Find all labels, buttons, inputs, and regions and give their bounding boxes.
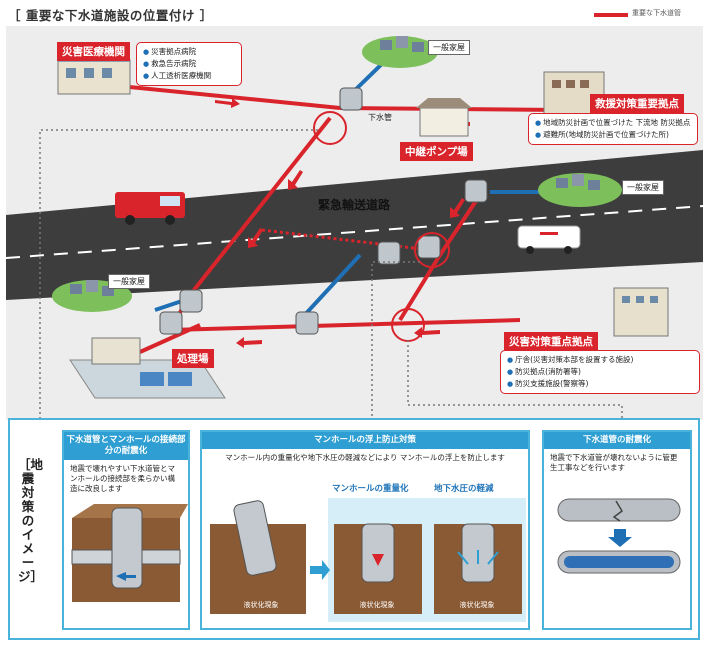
sub-weight-label: マンホールの重量化: [332, 484, 409, 494]
disaster-base-building: [613, 287, 669, 337]
rescue-base-item: 地域防災計画で位置づけた 下流地 防災拠点: [535, 117, 691, 129]
rescue-base-label: 救援対策重要拠点: [590, 94, 684, 113]
measures-vertical-title: ［地震対策のイメージ］: [18, 457, 44, 584]
panel-joint-seismic: 下水道管とマンホールの接続部分の耐震化 地震で壊れやすい下水道管とマンホールの接…: [62, 430, 190, 630]
houses-right: [538, 173, 622, 207]
treatment-plant: [69, 337, 226, 399]
panel-pipe-head: 下水道管の耐震化: [544, 432, 690, 449]
houses-top: [362, 36, 438, 68]
liquefaction-caption-1: 液状化現象: [243, 601, 279, 609]
fire-truck: [115, 192, 185, 225]
disaster-base-infobox: 庁舎(災害対策本部を設置する施設) 防災拠点(消防署等) 防災支援施設(警察等): [500, 350, 700, 394]
disaster-base-item: 庁舎(災害対策本部を設置する施設): [507, 354, 693, 366]
panel-flotation-head: マンホールの浮上防止対策: [202, 432, 528, 449]
disaster-base-item: 防災拠点(消防署等): [507, 366, 693, 378]
hospital-item: 救急告示病院: [143, 58, 235, 70]
road-crossing-pipes: [261, 228, 431, 252]
joint-illustration: [71, 504, 188, 602]
legend-swatch: [594, 13, 628, 17]
hospital-infobox: 災害拠点病院 救急告示病院 人工透析医療機関: [136, 42, 242, 86]
panel-pipe-seismic: 下水道管の耐震化 地震で下水道管が壊れないように管更生工事などを行います: [542, 430, 692, 630]
panel-pipe-desc: 地震で下水道管が壊れないように管更生工事などを行います: [550, 453, 678, 472]
road-label: 緊急輸送道路: [318, 198, 391, 212]
manholes: [159, 87, 488, 335]
liquefaction-caption-2: 液状化現象: [359, 601, 395, 609]
rescue-base-infobox: 地域防災計画で位置づけた 下流地 防災拠点 避難所(地域防災計画で位置づけた所): [528, 113, 698, 145]
hospital-item: 人工透析医療機関: [143, 70, 235, 82]
panel-flotation-desc: マンホール内の重量化や地下水圧の軽減などにより マンホールの浮上を防止します: [225, 453, 505, 462]
hospital-label: 災害医療機関: [57, 42, 130, 61]
treatment-plant-label: 処理場: [172, 349, 214, 368]
page-title: ［ 重要な下水道施設の位置付け ］: [8, 8, 213, 23]
house-label-right: 一般家屋: [622, 180, 664, 195]
legend-label: 重要な下水道管: [632, 9, 681, 17]
pipe-label: 下水管: [368, 113, 392, 122]
flotation-illustration: [210, 498, 526, 622]
disaster-base-label: 災害対策重点拠点: [504, 332, 598, 351]
road-centerline: [5, 205, 704, 259]
rescue-base-item: 避難所(地域防災計画で位置づけた所): [535, 129, 691, 141]
liquefaction-caption-3: 液状化現象: [459, 601, 495, 609]
guide-lines: [39, 129, 623, 420]
panel-joint-desc: 地震で壊れやすい下水道管とマンホールの接続部を柔らかい構造に改良します: [70, 464, 175, 493]
panel-joint-head: 下水道管とマンホールの接続部分の耐震化: [64, 432, 188, 460]
house-label-top: 一般家屋: [428, 40, 470, 55]
panel-flotation: マンホールの浮上防止対策 マンホール内の重量化や地下水圧の軽減などにより マンホ…: [200, 430, 530, 630]
map-illustration: [5, 36, 704, 420]
hospital-item: 災害拠点病院: [143, 46, 235, 58]
road-surface: [6, 150, 703, 300]
sub-pressure-label: 地下水圧の軽減: [434, 484, 494, 494]
ambulance: [517, 225, 581, 254]
disaster-base-item: 防災支援施設(警察等): [507, 378, 693, 390]
house-label-left: 一般家屋: [108, 274, 150, 289]
pump-station-label: 中継ポンプ場: [400, 142, 473, 161]
pipe-rehab-illustration: [557, 498, 681, 574]
pump-building: [416, 98, 472, 137]
